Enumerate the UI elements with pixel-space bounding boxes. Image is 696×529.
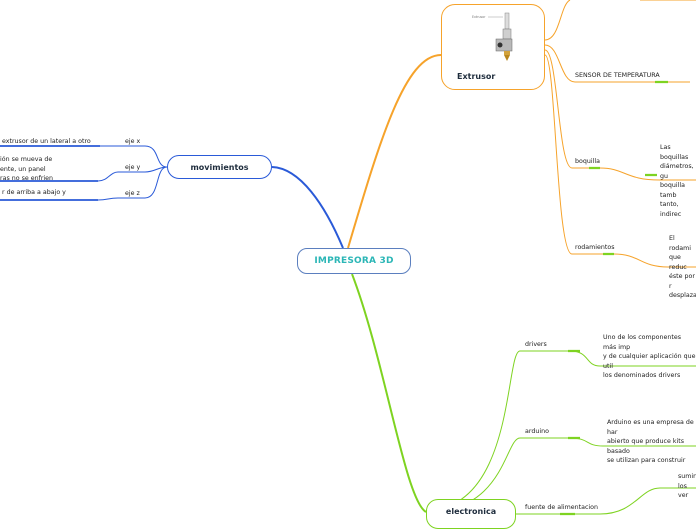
topic-electronica[interactable]: electronica xyxy=(426,499,516,529)
subtopic-fuente-alimentacion[interactable]: fuente de alimentacion xyxy=(525,504,599,511)
leaf-line: que reduc xyxy=(669,254,687,271)
root-node[interactable]: IMPRESORA 3D xyxy=(297,248,411,274)
subtopic-arduino[interactable]: arduino xyxy=(525,428,549,435)
sub-extrusor-sensor xyxy=(544,44,690,83)
sub-movimientos-z xyxy=(118,166,168,199)
leaf-line: los denominados drivers xyxy=(603,372,681,379)
branch-root-extrusor xyxy=(347,54,442,249)
leaf-extrusor-rodamientos xyxy=(613,253,696,268)
topic-movimientos-label: movimientos xyxy=(190,162,249,172)
leaf-line: El rodami xyxy=(669,235,692,252)
leaf-line: sumini xyxy=(678,473,696,480)
image-caption: Extrusor xyxy=(472,15,486,19)
subtopic-boquilla[interactable]: boquilla xyxy=(575,158,600,165)
leaf-movimientos-y xyxy=(0,171,119,182)
leaf-line: ente, un panel xyxy=(0,165,46,173)
subtopic-rodamientos[interactable]: rodamientos xyxy=(575,244,615,251)
leaf-line: Uno de los componentes más imp xyxy=(603,334,681,351)
leaf-underline-mov xyxy=(0,145,100,201)
leaf-text-drivers[interactable]: Uno de los componentes más imp y de cual… xyxy=(603,333,696,381)
subtopic-drivers[interactable]: drivers xyxy=(525,341,547,348)
leaf-text-arduino[interactable]: Arduino es una empresa de har abierto qu… xyxy=(607,418,696,466)
subtopic-eje-x[interactable]: eje x xyxy=(125,138,141,145)
topic-extrusor-label: Extrusor xyxy=(457,72,496,81)
branch-root-movimientos xyxy=(271,166,344,249)
leaf-line: desplazar xyxy=(669,292,696,299)
branch-root-electronica xyxy=(351,273,427,513)
topic-extrusor[interactable]: Extrusor xyxy=(441,4,545,90)
leaf-extrusor-boquilla xyxy=(599,167,696,181)
leaf-line: boquilla tamb xyxy=(660,182,685,199)
leaf-line: se utilizan para construir xyxy=(607,457,686,464)
leaf-line: y de cualquier aplicación que util xyxy=(603,353,696,370)
leaf-text-eje-y[interactable]: ión se mueva de ente, un panel ras no se… xyxy=(0,155,70,184)
subtopic-sensor-temperatura[interactable]: SENSOR DE TEMPERATURA xyxy=(575,72,660,79)
sub-extrusor-rodamientos xyxy=(544,54,614,255)
branch-tabs xyxy=(560,80,668,516)
leaf-line: tanto, indirec xyxy=(660,201,682,218)
topic-electronica-label: electronica xyxy=(445,507,497,516)
leaf-line: ras no se enfrien xyxy=(0,175,54,182)
leaf-text-eje-x[interactable]: extrusor de un lateral a otro xyxy=(2,138,91,145)
leaf-text-eje-z[interactable]: r de arriba a abajo y xyxy=(2,189,66,196)
leaf-line: los ver xyxy=(678,482,689,500)
leaf-electronica-fuente xyxy=(599,487,696,515)
root-label: IMPRESORA 3D xyxy=(314,256,394,266)
subtopic-eje-z[interactable]: eje z xyxy=(125,190,140,197)
extruder-image: Extrusor xyxy=(472,12,513,61)
leaf-text-fuente[interactable]: sumini los ver xyxy=(678,472,696,501)
leaf-line: abierto que produce kits basado xyxy=(607,438,685,455)
leaf-line: ión se mueva de xyxy=(0,156,53,163)
sub-extrusor-boquilla xyxy=(544,49,600,169)
sub-extrusor-top xyxy=(544,0,571,41)
leaf-line: éste por r xyxy=(669,273,695,290)
leaf-text-rodamientos[interactable]: El rodami que reduc éste por r desplazar xyxy=(669,234,696,301)
topic-movimientos[interactable]: movimientos xyxy=(167,155,272,179)
leaf-movimientos-z xyxy=(0,197,119,201)
leaf-line: diámetros, gu xyxy=(660,163,694,180)
leaf-line: Arduino es una empresa de har xyxy=(607,419,694,436)
leaf-text-boquilla[interactable]: Las boquillas diámetros, gu boquilla tam… xyxy=(660,143,696,219)
leaf-line: Las boquillas xyxy=(660,144,689,161)
sub-movimientos-x xyxy=(118,145,168,168)
subtopic-eje-y[interactable]: eje y xyxy=(125,164,141,171)
